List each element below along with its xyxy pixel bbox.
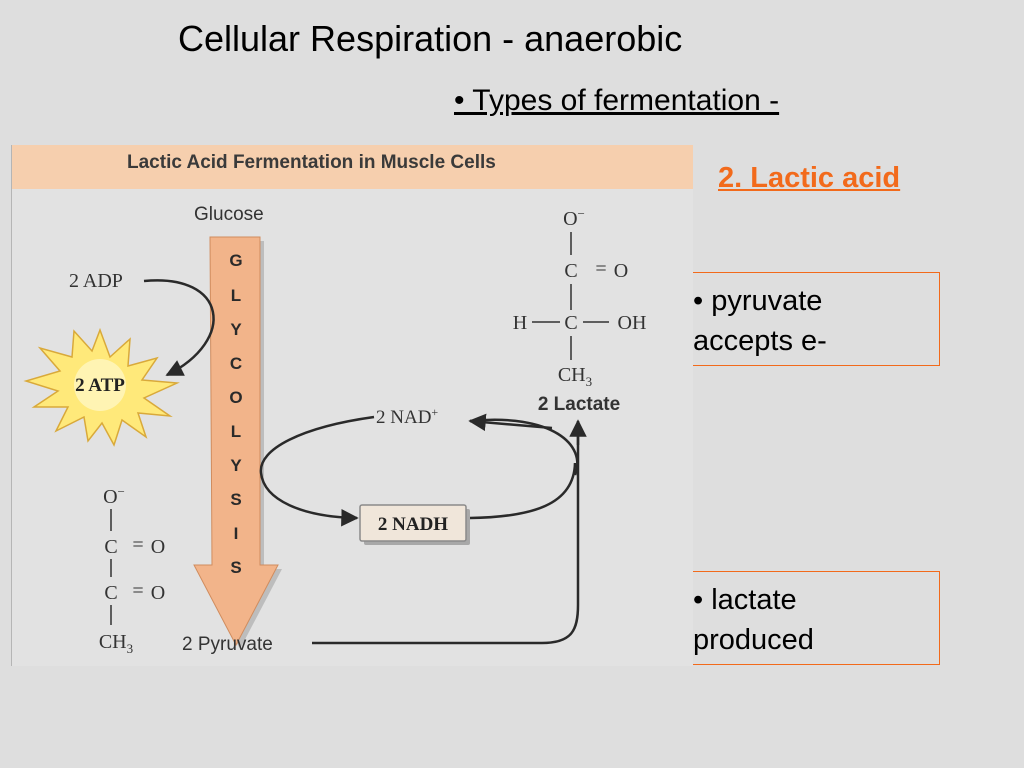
subscript: 3 [127, 641, 134, 656]
nad-arrow-head [468, 413, 553, 432]
glucose-label: Glucose [194, 204, 264, 225]
note-line: • lactate [693, 584, 797, 616]
nad-to-nadh-arrow [259, 415, 375, 527]
note-line: • pyruvate [693, 285, 823, 317]
atom: CH [558, 364, 586, 386]
pyruvate-o-minus: O− [103, 484, 125, 508]
adp-to-atp-arrow [143, 279, 215, 377]
lactate-oh: OH [618, 312, 647, 334]
lactate-double-bond: = [595, 258, 606, 280]
nadh-return-arc [469, 462, 577, 520]
pyruvate-o2: O [151, 582, 165, 604]
charge: − [578, 206, 585, 221]
fermentation-figure: Lactic Acid Fermentation in Muscle Cells… [11, 145, 693, 666]
slide-subtitle: • Types of fermentation - [454, 84, 780, 117]
figure-header-title: Lactic Acid Fermentation in Muscle Cells [127, 152, 496, 173]
subscript: 3 [586, 374, 593, 389]
nad-label: 2 NAD+ [376, 405, 438, 428]
glycolysis-letter: O [229, 388, 242, 407]
pyruvate-double-bond: = [132, 534, 143, 556]
fermentation-diagram: Glucose G L Y C O L Y S I S 2 ADP 2 ATP … [23, 204, 647, 656]
glycolysis-letter: Y [230, 456, 242, 475]
lactate-c2: C [564, 312, 577, 334]
pyruvate-to-lactate-line [312, 423, 580, 645]
glycolysis-letter: Y [230, 320, 242, 339]
glycolysis-letter: S [230, 558, 241, 577]
glycolysis-letter: I [234, 524, 239, 543]
nad-text: 2 NAD [376, 407, 431, 428]
lactate-o1: O [614, 260, 628, 282]
nadh-box [359, 504, 467, 542]
atp-label: 2 ATP [75, 375, 125, 396]
pyruvate-c2: C [104, 582, 117, 604]
lactate-structure: O− C = O H C OH CH3 [513, 206, 647, 389]
atom: CH [99, 631, 127, 653]
note-box-pyruvate: • pyruvate accepts e- [682, 272, 940, 366]
nad-superscript: + [431, 405, 438, 419]
pyruvate-double-bond: = [132, 580, 143, 602]
pyruvate-c1: C [104, 536, 117, 558]
note-line: produced [693, 624, 814, 656]
lactate-h: H [513, 312, 527, 334]
nad-cycle-top-right [469, 418, 579, 476]
lactate-label: 2 Lactate [538, 394, 620, 415]
glycolysis-letter: S [230, 490, 241, 509]
pyruvate-o1: O [151, 536, 165, 558]
charge: − [118, 484, 125, 499]
glycolysis-letter: L [231, 286, 241, 305]
atom: O [103, 486, 117, 508]
note-box-lactate: • lactate produced [682, 571, 940, 665]
pyruvate-ch3: CH3 [99, 631, 133, 656]
note-line: accepts e- [693, 325, 827, 357]
glycolysis-arrow [193, 236, 279, 647]
figure-header: Lactic Acid Fermentation in Muscle Cells [12, 145, 693, 189]
nadh-label: 2 NADH [378, 514, 448, 535]
section-label: 2. Lactic acid [718, 162, 901, 194]
pyruvate-structure: O− C = O C = O CH3 [99, 484, 165, 656]
atom: O [563, 208, 577, 230]
atp-glow [74, 359, 126, 411]
slide-title: Cellular Respiration - anaerobic [178, 18, 683, 59]
glycolysis-letter: L [231, 422, 241, 441]
lactate-o-minus: O− [563, 206, 585, 230]
glycolysis-letter: C [230, 354, 242, 373]
adp-label: 2 ADP [69, 270, 123, 292]
pyruvate-label: 2 Pyruvate [182, 634, 273, 655]
glycolysis-letter: G [229, 251, 242, 270]
lactate-c1: C [564, 260, 577, 282]
lactate-ch3: CH3 [558, 364, 592, 389]
